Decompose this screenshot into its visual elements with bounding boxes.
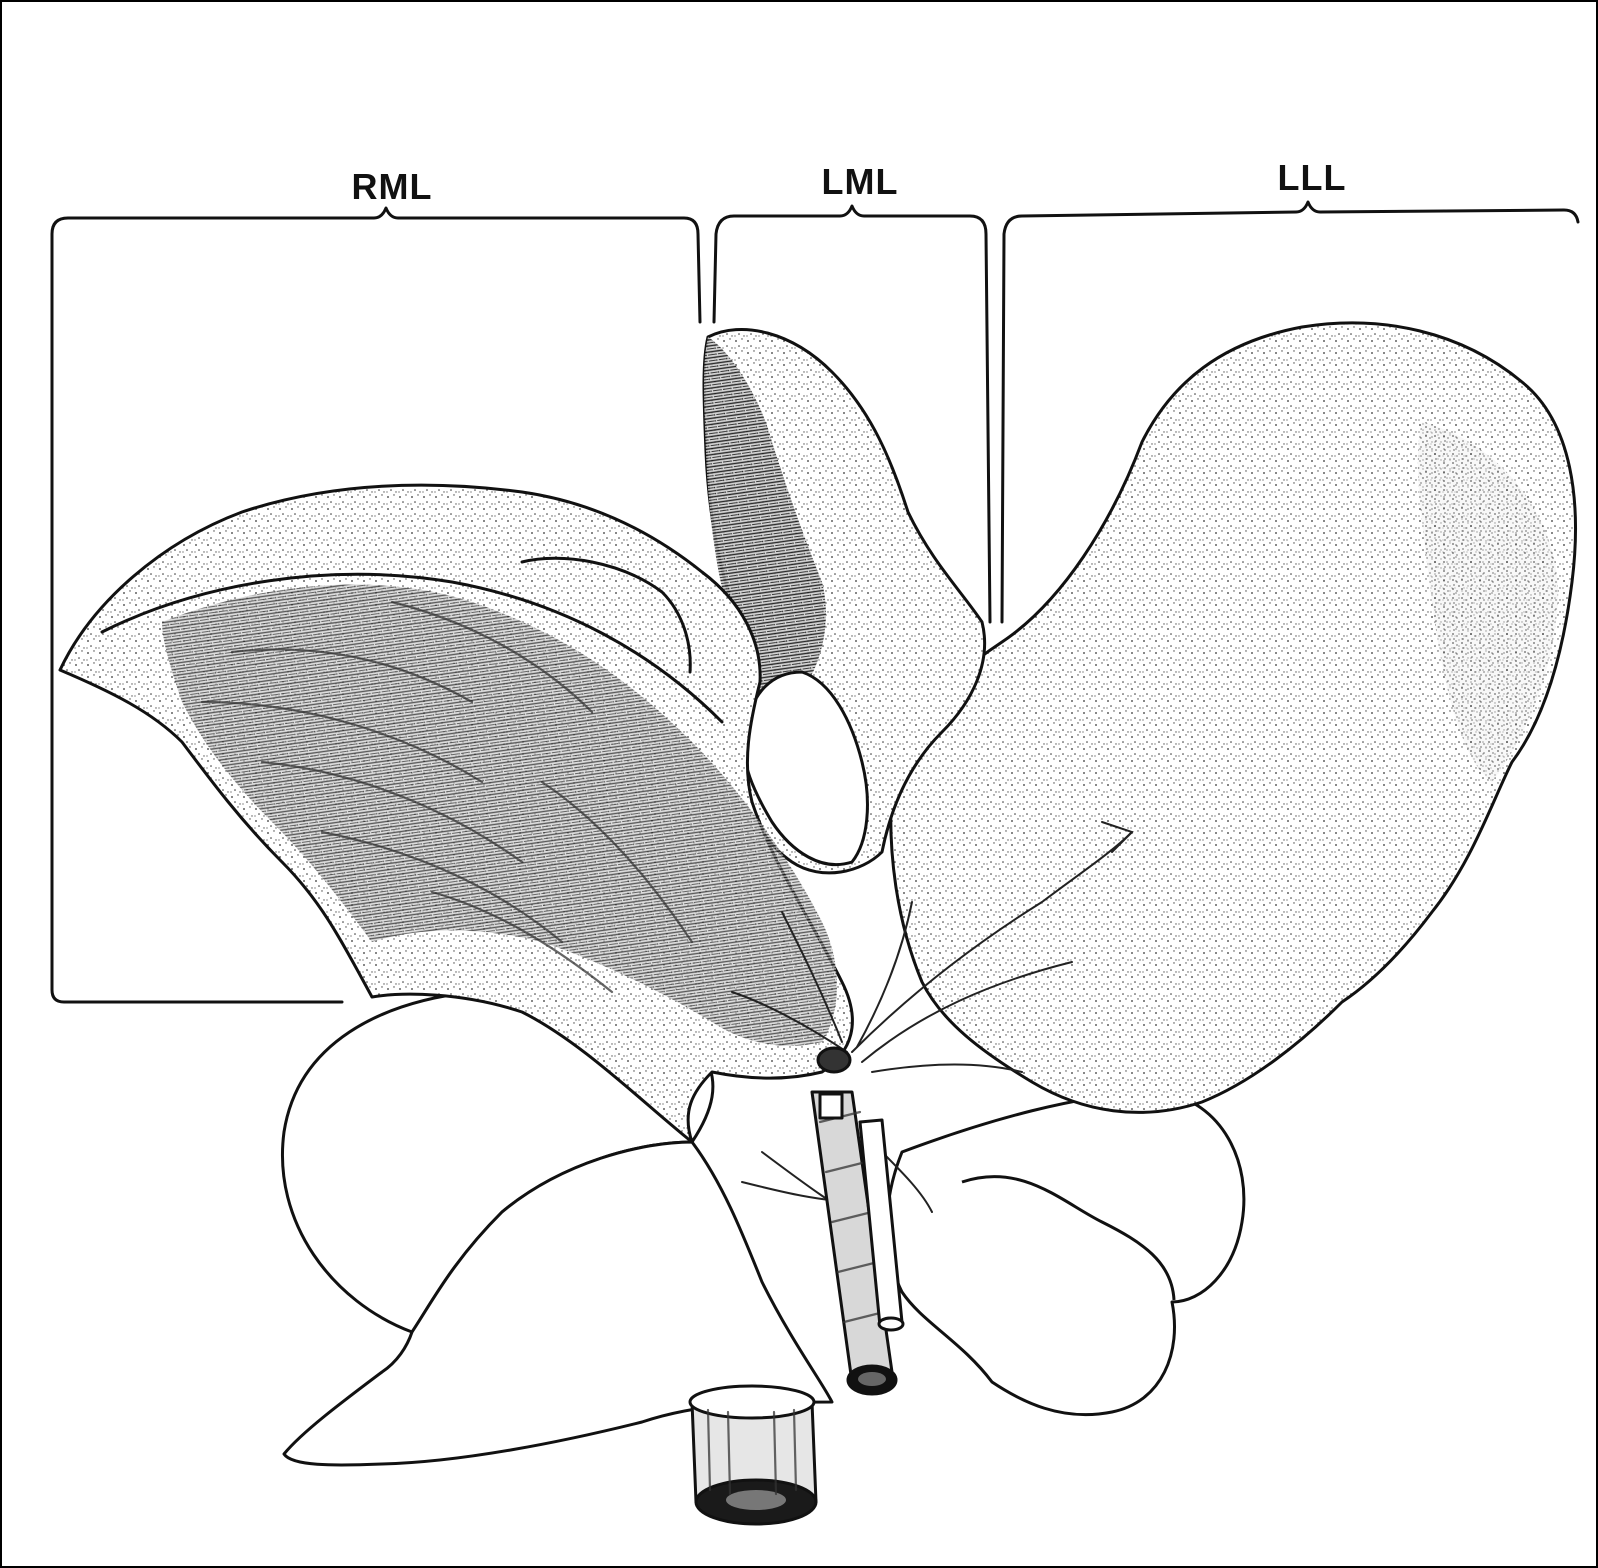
caudate-lobe-right-lower (887, 1092, 1244, 1415)
cylinder-marker (690, 1386, 816, 1524)
lll-label: LLL (1278, 157, 1347, 198)
lml-label: LML (822, 161, 899, 202)
rml-label: RML (352, 166, 433, 207)
left-lateral-lobe (891, 323, 1576, 1112)
